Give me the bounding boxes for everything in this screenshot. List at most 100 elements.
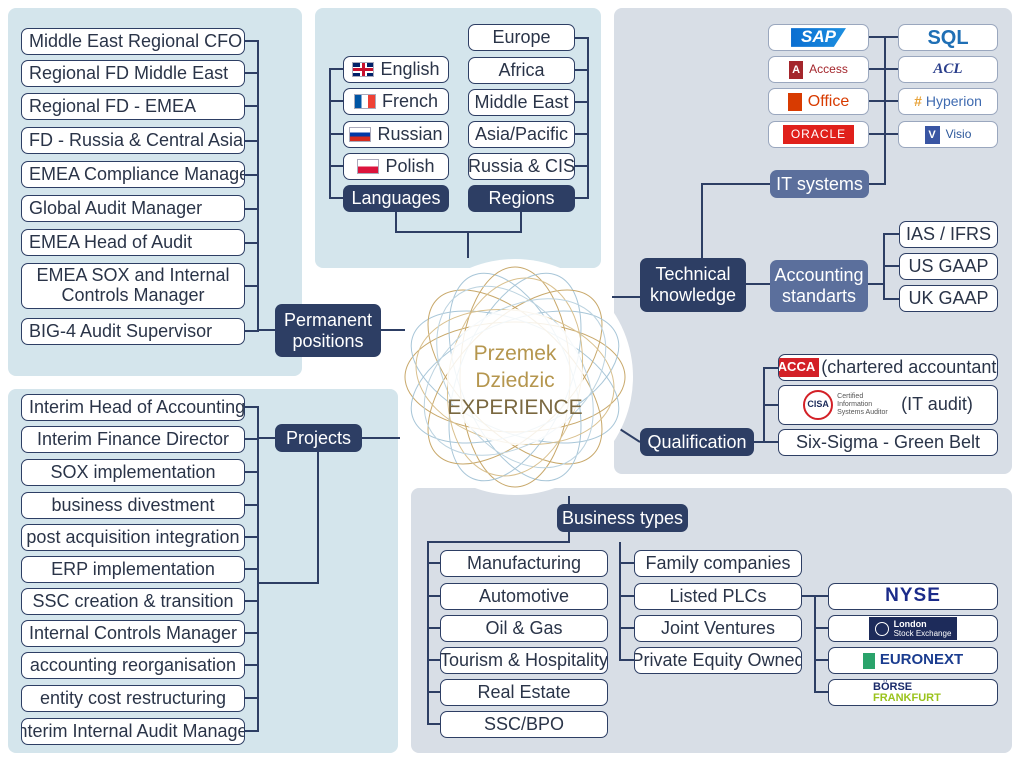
oracle-logo-text: ORACLE — [782, 124, 855, 145]
cisa-item: CISA Certified Information Systems Audit… — [778, 385, 998, 425]
accounting-standards-header: Accounting standarts — [770, 260, 868, 312]
nyse-logo: NYSE — [828, 583, 998, 610]
acl-logo: ACL — [898, 56, 998, 83]
language-label: French — [381, 90, 439, 111]
project-item: business divestment — [21, 492, 245, 519]
business-item: Private Equity Owned — [634, 647, 802, 674]
visio-logo: V Visio — [898, 121, 998, 148]
name-first: Przemek — [473, 342, 557, 365]
euronext-icon — [862, 652, 875, 669]
acca-logo: ACCA — [779, 358, 820, 377]
russia-flag-icon — [349, 127, 372, 142]
lse-logo-text: London Stock Exchange — [893, 618, 952, 638]
language-label: Polish — [385, 155, 435, 176]
project-item: SSC creation & transition — [21, 588, 245, 615]
list-item: Middle East Regional CFO — [21, 28, 245, 55]
acca-item: ACCA (chartered accountant) — [778, 354, 998, 381]
poland-flag-icon — [357, 159, 380, 174]
spirograph-emblem — [397, 259, 633, 495]
header-line: knowledge — [649, 285, 737, 305]
permanent-positions-header: Permanent positions — [275, 304, 381, 357]
visio-logo-text: Visio — [945, 126, 972, 141]
borse-line-1: BÖRSE — [873, 680, 913, 693]
region-item: Middle East — [468, 89, 575, 116]
business-item: Manufacturing — [440, 550, 608, 577]
technical-knowledge-header: Technical knowledge — [640, 258, 746, 312]
list-item: EMEA SOX and Internal Controls Manager — [21, 263, 245, 309]
cisa-text: (IT audit) — [901, 394, 973, 415]
business-types-header: Business types — [557, 504, 688, 532]
business-item: Listed PLCs — [634, 583, 802, 610]
project-item: ERP implementation — [21, 556, 245, 583]
sap-logo-text: SAP — [791, 28, 846, 47]
project-item: SOX implementation — [21, 459, 245, 486]
acl-logo-text: ACL — [933, 61, 963, 78]
business-item: Oil & Gas — [440, 615, 608, 642]
access-icon: A — [789, 60, 804, 79]
it-systems-header: IT systems — [770, 170, 869, 198]
uk-flag-icon — [352, 62, 375, 77]
qualification-header: Qualification — [640, 428, 754, 456]
office-logo-text: Office — [807, 92, 850, 110]
project-item: entity cost restructuring — [21, 685, 245, 712]
cisa-small-text: Certified Information Systems Auditor — [837, 393, 888, 416]
project-item: post acquisition integration — [21, 524, 245, 551]
language-label: Russian — [377, 123, 443, 144]
list-item: EMEA Head of Audit — [21, 229, 245, 256]
hyperion-icon: # — [914, 92, 922, 109]
regions-header: Regions — [468, 185, 575, 212]
project-item: Interim Head of Accounting — [21, 394, 245, 421]
language-item: Polish — [343, 153, 449, 180]
sql-logo: SQL — [898, 24, 998, 51]
standard-item: UK GAAP — [899, 285, 998, 312]
project-item: accounting reorganisation — [21, 652, 245, 679]
list-item: EMEA Compliance Manager — [21, 161, 245, 188]
lse-line-1: London — [893, 618, 927, 629]
sixsigma-item: Six-Sigma - Green Belt — [778, 429, 998, 456]
business-item: Tourism & Hospitality — [440, 647, 608, 674]
center-title: Przemek Dziedzic EXPERIENCE — [396, 340, 634, 421]
business-item: Family companies — [634, 550, 802, 577]
hyperion-logo: # Hyperion — [898, 88, 998, 115]
sap-logo: SAP — [768, 24, 869, 51]
sql-logo-text: SQL — [927, 26, 969, 49]
project-item: Interim Finance Director — [21, 426, 245, 453]
hyperion-logo-text: Hyperion — [925, 92, 982, 109]
header-line: standarts — [781, 286, 857, 306]
business-item: Automotive — [440, 583, 608, 610]
standard-item: US GAAP — [899, 253, 998, 280]
header-line: Permanent — [283, 309, 373, 330]
region-item: Russia & CIS — [468, 153, 575, 180]
list-item: Global Audit Manager — [21, 195, 245, 222]
list-item: FD - Russia & Central Asia — [21, 127, 245, 154]
language-item: French — [343, 88, 449, 115]
experience-label: EXPERIENCE — [447, 396, 583, 419]
header-line: Technical — [655, 264, 731, 285]
lse-line-2: Stock Exchange — [893, 628, 952, 638]
lse-logo-badge: London Stock Exchange — [868, 617, 958, 640]
access-logo-text: Access — [809, 61, 848, 76]
euronext-logo-text: EURONEXT — [879, 651, 964, 669]
lse-crest-icon — [874, 621, 889, 636]
cisa-logo: CISA — [803, 390, 834, 420]
region-item: Europe — [468, 24, 575, 51]
oracle-logo: ORACLE — [768, 121, 869, 148]
list-item: BIG-4 Audit Supervisor — [21, 318, 245, 345]
list-item: Regional FD Middle East — [21, 60, 245, 87]
lse-logo: London Stock Exchange — [828, 615, 998, 642]
business-item: Real Estate — [440, 679, 608, 706]
france-flag-icon — [353, 94, 376, 109]
language-label: English — [380, 58, 440, 79]
visio-icon: V — [924, 125, 940, 144]
business-item: Joint Ventures — [634, 615, 802, 642]
region-item: Africa — [468, 57, 575, 84]
standard-item: IAS / IFRS — [899, 221, 998, 248]
list-item-line: Controls Manager — [61, 285, 205, 305]
project-item: Interim Internal Audit Manager — [21, 718, 245, 745]
header-line: Accounting — [774, 265, 864, 286]
list-item-line: EMEA SOX and Internal — [36, 265, 230, 286]
header-line: positions — [292, 330, 364, 351]
name-last: Dziedzic — [475, 369, 555, 392]
borse-line-2: FRANKFURT — [873, 691, 941, 704]
language-item: Russian — [343, 121, 449, 148]
